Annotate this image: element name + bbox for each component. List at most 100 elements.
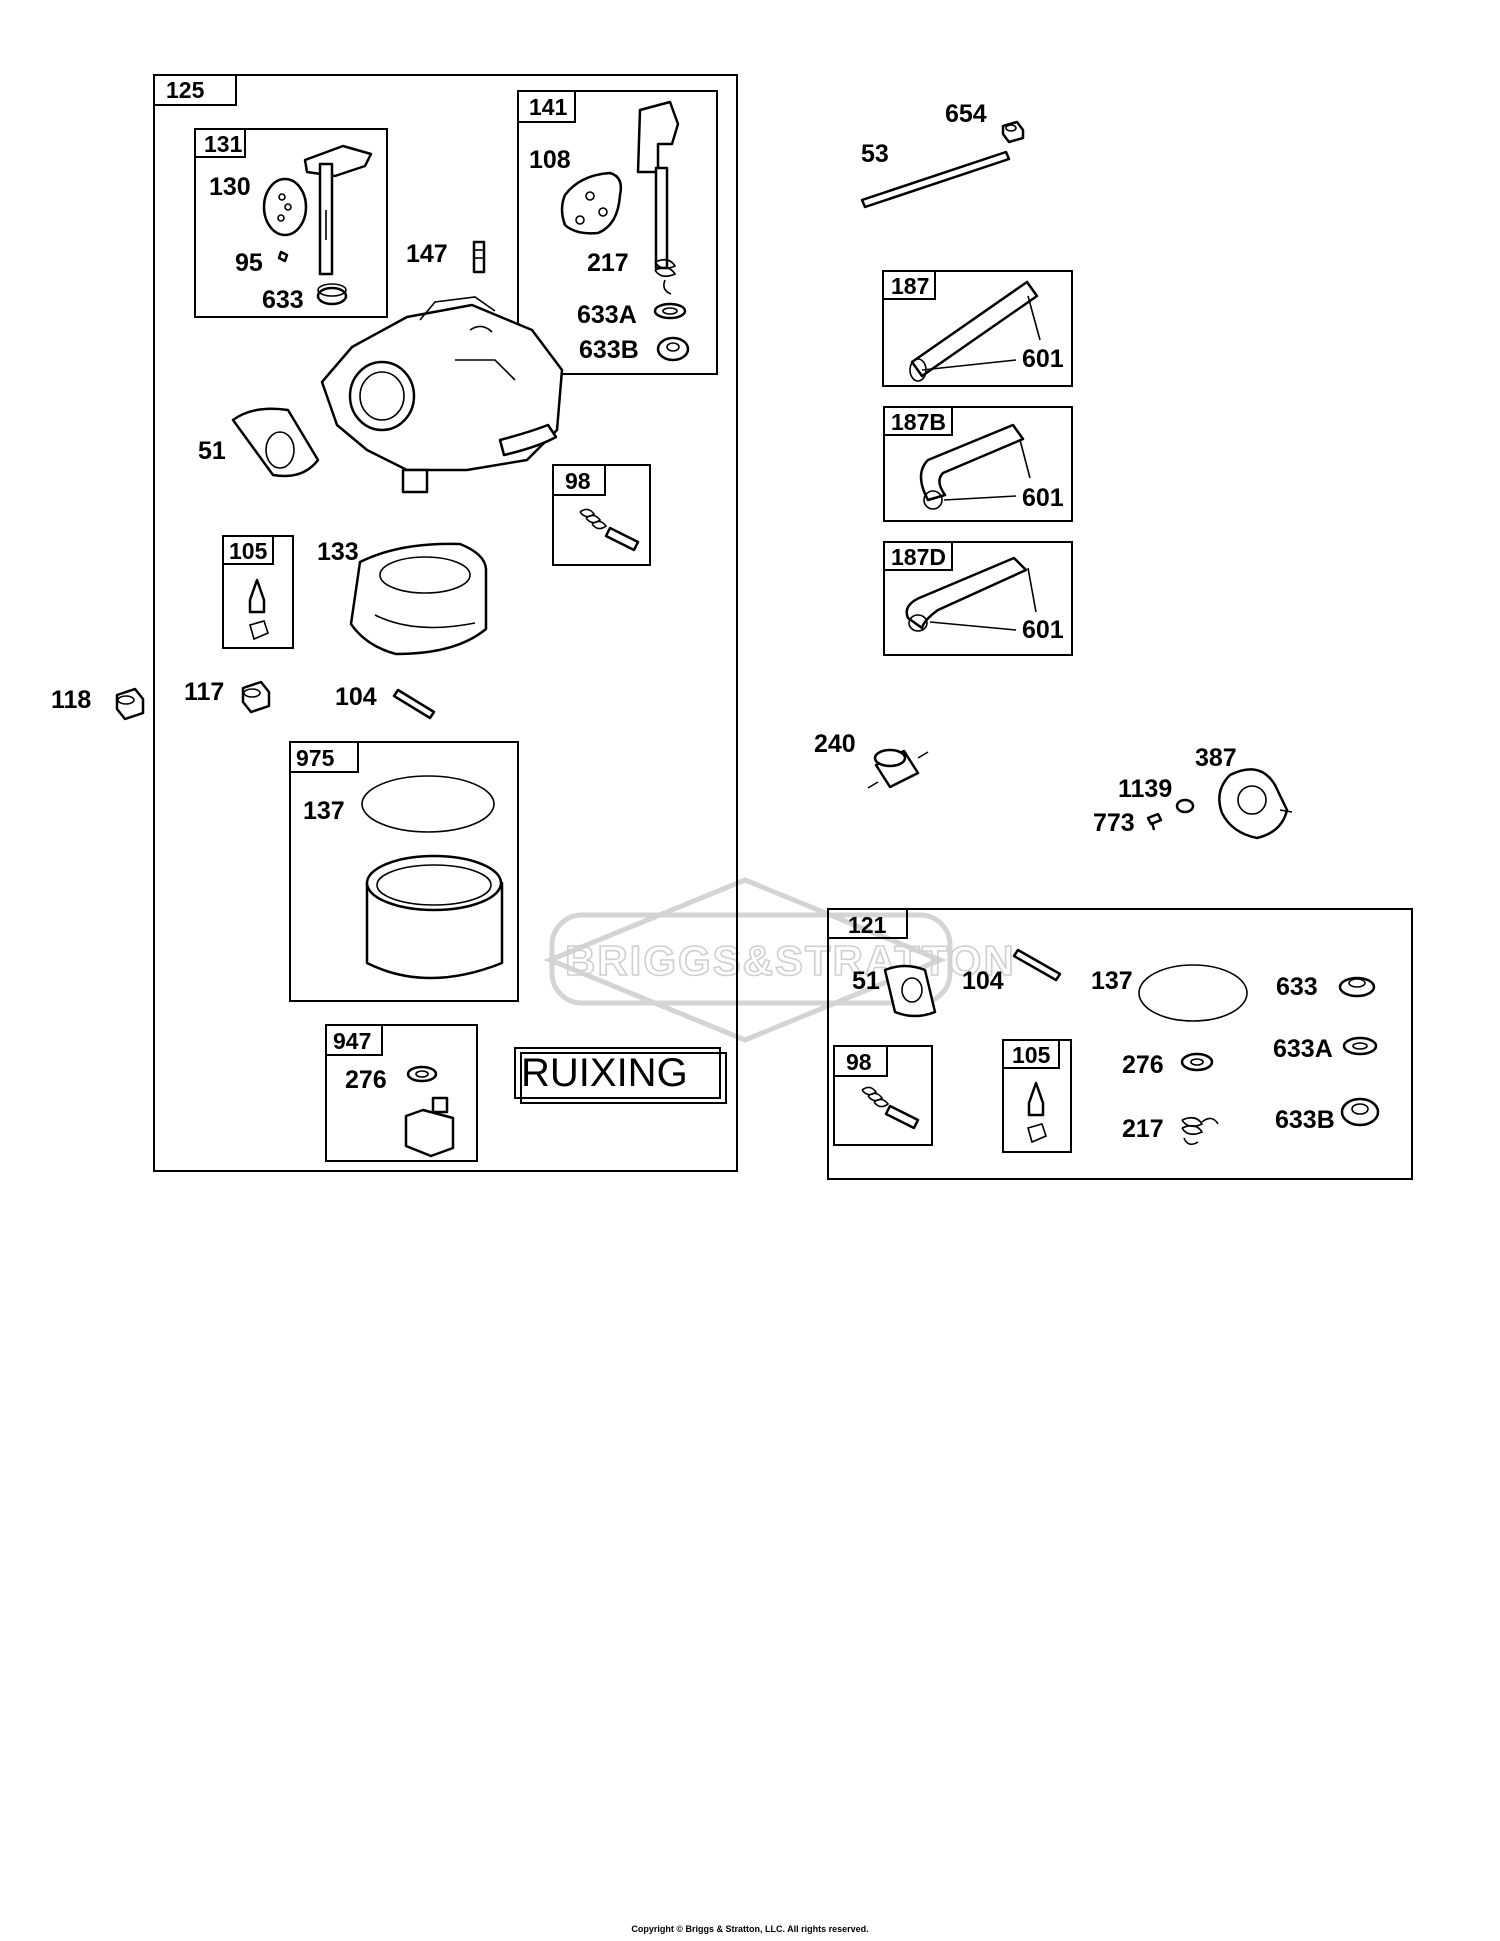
screw-95-part (277, 250, 289, 263)
part-label-654: 654 (945, 100, 987, 128)
washer-633A-part (1342, 1036, 1378, 1056)
kit-label-131: 131 (204, 131, 243, 157)
part-label-387: 387 (1195, 744, 1237, 772)
part-label-130: 130 (209, 173, 251, 201)
screw-98-part (604, 526, 640, 552)
washer-276-part (406, 1065, 438, 1083)
o-ring-137-part (1138, 964, 1248, 1022)
kit-947-solenoid: 947 276 (325, 1024, 478, 1162)
o-ring-137-part (361, 775, 495, 833)
screw-773-part (1146, 812, 1163, 831)
part-label-1139: 1139 (1118, 775, 1172, 803)
kit-131-throttle-shaft: 131 130 95 633 (194, 128, 388, 318)
kit-label-121: 121 (848, 912, 887, 938)
part-label-633: 633 (262, 286, 304, 314)
part-label-633B: 633B (579, 336, 639, 364)
needle-105-part (248, 578, 266, 614)
solenoid-part (404, 1108, 455, 1158)
part-label-51: 51 (852, 967, 880, 995)
idle-screw-147-part (472, 240, 486, 274)
washer-276-part (1180, 1052, 1214, 1072)
kit-label-141: 141 (529, 94, 568, 120)
spring-98-part (579, 508, 608, 530)
part-label-117: 117 (184, 678, 224, 706)
kit-label-975: 975 (296, 745, 335, 771)
throttle-lever-part (303, 144, 373, 178)
fuel-line-187-part (910, 280, 1039, 378)
part-label-276: 276 (1122, 1051, 1164, 1079)
copyright-text: Copyright © Briggs & Stratton, LLC. All … (631, 1924, 869, 1934)
part-label-601: 601 (1022, 616, 1064, 644)
bushing-633B-part (656, 336, 690, 362)
spring-217-part (654, 258, 677, 295)
part-label-240: 240 (814, 730, 856, 758)
kit-105-needle-valve: 105 (222, 535, 294, 649)
kit-label-187D: 187D (891, 544, 946, 570)
bushing-633B-part (1340, 1097, 1380, 1127)
fuel-filter-240-part (867, 748, 929, 789)
part-label-276: 276 (345, 1066, 387, 1094)
kit-98-adjusting-screw: 98 (552, 464, 651, 566)
fuel-line-187B-part (919, 423, 1025, 502)
watermark-text: BRIGGS&STRATTON (565, 937, 1016, 984)
part-label-633A: 633A (1273, 1035, 1333, 1063)
choke-lever-part (636, 100, 680, 174)
part-label-137: 137 (303, 797, 345, 825)
part-label-95: 95 (235, 249, 263, 277)
part-label-108: 108 (529, 146, 571, 174)
spring-98-part (861, 1086, 890, 1108)
choke-shaft-part (654, 166, 669, 270)
kit-975-bowl: 975 137 (289, 741, 519, 1002)
kit-label-98: 98 (565, 468, 591, 494)
part-label-633: 633 (1276, 973, 1318, 1001)
part-label-601: 601 (1022, 484, 1064, 512)
stamp-text: RUIXING (521, 1051, 688, 1095)
kit-label-187B: 187B (891, 409, 946, 435)
kit-141-choke-shaft: 141 108 217 633A 633B (517, 90, 718, 375)
gasket-51-part (231, 407, 320, 478)
part-label-118: 118 (51, 686, 91, 714)
stud-53-part (860, 150, 1011, 209)
kit-label-947: 947 (333, 1028, 371, 1054)
washer-1139-part (1175, 798, 1195, 814)
kit-label-125: 125 (166, 77, 205, 103)
kit-label-187: 187 (891, 273, 929, 299)
fuel-line-187D-part (905, 556, 1028, 630)
carburetor-body-part (320, 296, 564, 494)
kit-121-overhaul: 121 51 104 137 633 633A 276 217 633B 98 (827, 908, 1413, 1180)
kit-187D-fuel-line: 187D 601 (883, 541, 1073, 656)
part-label-137: 137 (1091, 967, 1133, 995)
kit-label-98: 98 (846, 1049, 872, 1075)
float-133-part (349, 542, 488, 656)
part-label-53: 53 (861, 140, 889, 168)
kit-label-105: 105 (229, 538, 268, 564)
part-label-104: 104 (962, 967, 1004, 995)
gasket-108-part (560, 171, 623, 235)
part-label-217: 217 (587, 249, 629, 277)
part-label-104: 104 (335, 683, 377, 711)
pin-104-part (392, 688, 436, 720)
fuel-pump-387-part (1218, 768, 1293, 840)
washer-633A-part (653, 302, 687, 320)
part-label-601: 601 (1022, 345, 1064, 373)
watermark-logo: BRIGGS&STRATTON (543, 877, 1016, 1043)
part-label-773: 773 (1093, 809, 1135, 837)
kit-125-carburetor: 125 (153, 74, 738, 1172)
nut-118-part (115, 687, 145, 721)
part-label-133: 133 (317, 538, 359, 566)
nut-654-part (1001, 120, 1025, 144)
ruixing-stamp: RUIXING (514, 1047, 727, 1104)
screw-98-part (884, 1104, 920, 1130)
spring-217-part (1181, 1116, 1219, 1146)
gasket-51-part (883, 964, 937, 1018)
part-label-217: 217 (1122, 1115, 1164, 1143)
part-label-633B: 633B (1275, 1106, 1335, 1134)
part-label-147: 147 (406, 240, 448, 268)
part-label-633A: 633A (577, 301, 637, 329)
kit-187B-fuel-line: 187B 601 (883, 406, 1073, 522)
part-label-51: 51 (198, 437, 226, 465)
kit-label-105: 105 (1012, 1042, 1051, 1068)
needle-105-part (1027, 1081, 1045, 1117)
kit-187-fuel-line: 187 601 (882, 270, 1073, 387)
